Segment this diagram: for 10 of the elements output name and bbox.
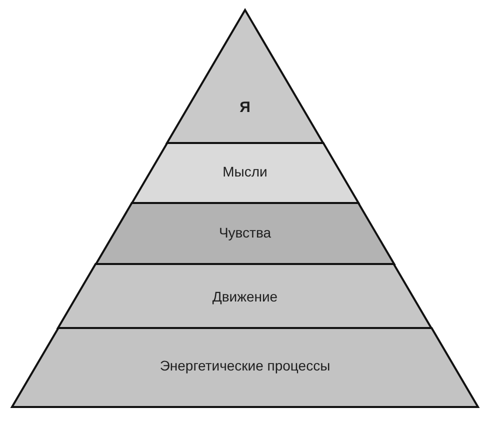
pyramid-apex: [166, 10, 324, 143]
pyramid-tier: [12, 328, 478, 407]
pyramid-tier: [58, 264, 432, 328]
pyramid-tier: [132, 143, 358, 203]
tier-label: Энергетические процессы: [160, 358, 330, 374]
tier-label: Я: [240, 100, 250, 116]
tier-label: Мысли: [222, 164, 268, 180]
tier-label: Чувства: [218, 225, 272, 241]
tier-label: Движение: [212, 289, 278, 305]
pyramid-tier: [96, 203, 394, 264]
